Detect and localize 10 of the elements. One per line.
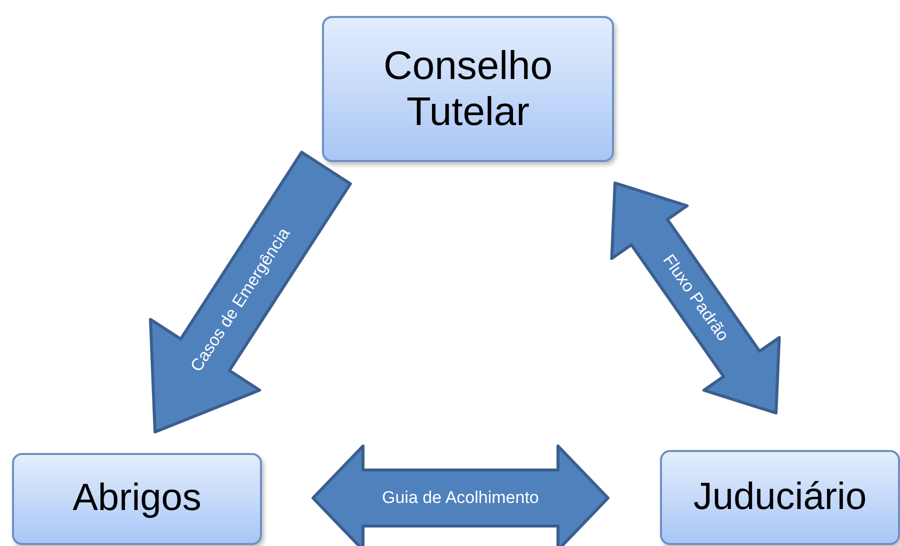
- rounded-box: [12, 453, 262, 545]
- rounded-box: [322, 16, 614, 162]
- node-label: Juduciário: [693, 476, 867, 520]
- block-arrow: [148, 150, 352, 434]
- block-arrow: [312, 444, 610, 546]
- block-arrow: [610, 182, 781, 414]
- edge-label: Guia de Acolhimento: [382, 488, 539, 508]
- node-label: Conselho Tutelar: [382, 43, 554, 135]
- rounded-box: [660, 450, 900, 545]
- node-label: Abrigos: [72, 477, 202, 521]
